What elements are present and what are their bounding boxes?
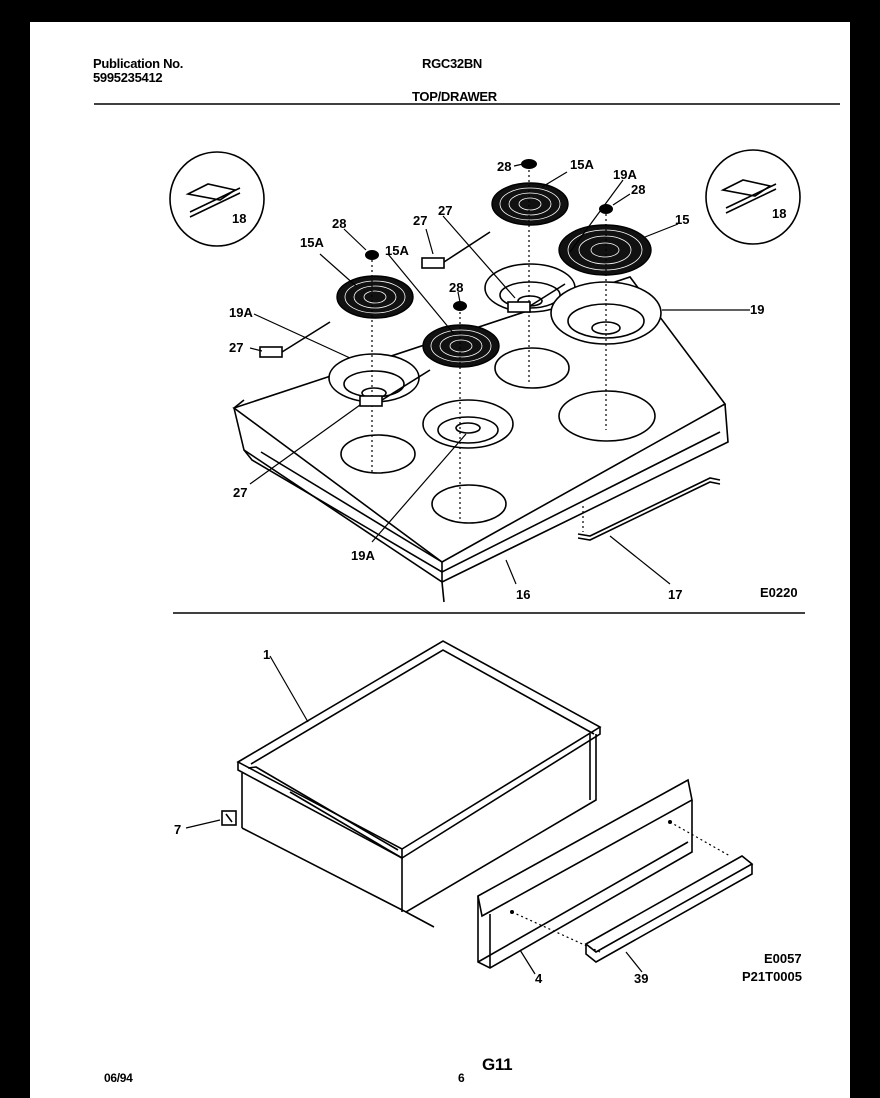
trim-cap [365, 250, 379, 260]
drawer-front [477, 778, 693, 969]
burner-opening [431, 484, 507, 524]
surface-element-left [336, 275, 414, 319]
part-code: P21T0005 [742, 969, 802, 984]
inset-bubble-right [705, 149, 801, 245]
callout: 27 [233, 485, 247, 500]
burner-opening [558, 390, 656, 442]
publication-label: Publication No. [93, 56, 184, 71]
diagram-code: E0057 [764, 951, 802, 966]
footer-page-number: 6 [458, 1071, 465, 1085]
exploded-parts-diagram: 28 15A 19A 28 15 18 18 28 27 27 15A 15A … [94, 103, 840, 986]
burner-opening [340, 434, 416, 474]
inset-bubble-left [169, 151, 265, 247]
surface-element-center [422, 324, 500, 368]
callout: 39 [634, 971, 648, 986]
diagram-code: E0220 [760, 585, 798, 600]
callout: 1 [263, 647, 270, 662]
drawer-assembly: 1 7 4 39 E0057 P21T0005 [174, 640, 802, 986]
callout: 18 [772, 206, 786, 221]
model-number: RGC32BN [422, 56, 483, 71]
drawer-glide [221, 810, 237, 826]
callout: 28 [332, 216, 346, 231]
callout: 16 [516, 587, 530, 602]
section-title: TOP/DRAWER [412, 89, 497, 104]
callout: 15A [570, 157, 594, 172]
callout: 19A [351, 548, 375, 563]
callout: 28 [631, 182, 645, 197]
callout: 4 [535, 971, 543, 986]
publication-number: 5995235412 [93, 70, 163, 85]
callout: 18 [232, 211, 246, 226]
drip-pan-large [550, 281, 662, 345]
callout: 28 [449, 280, 463, 295]
parts-sheet: Publication No. 5995235412 RGC32BN TOP/D… [30, 22, 850, 1098]
trim-cap [599, 204, 613, 214]
trim-cap [521, 159, 537, 169]
trim-strip [577, 477, 721, 541]
footer-date: 06/94 [104, 1071, 133, 1085]
drawer-body [236, 640, 602, 928]
drawer-handle [584, 855, 754, 963]
callout: 19A [229, 305, 253, 320]
receptacle [259, 257, 531, 407]
footer-page-id: G11 [482, 1055, 513, 1074]
surface-element-back [491, 182, 569, 226]
callout: 17 [668, 587, 682, 602]
callout: 27 [229, 340, 243, 355]
callout: 27 [438, 203, 452, 218]
callout: 28 [497, 159, 511, 174]
callout: 15 [675, 212, 689, 227]
burner-opening [494, 347, 570, 389]
callout: 7 [174, 822, 181, 837]
callout: 19 [750, 302, 764, 317]
callout: 19A [613, 167, 637, 182]
drip-pan-center [422, 399, 514, 449]
callout: 15A [300, 235, 324, 250]
surface-element-large [558, 224, 652, 276]
callout: 15A [385, 243, 409, 258]
cooktop-assembly: 28 15A 19A 28 15 18 18 28 27 27 15A 15A … [169, 149, 801, 603]
trim-cap [453, 301, 467, 311]
callout: 27 [413, 213, 427, 228]
drip-pan-left [328, 353, 420, 403]
